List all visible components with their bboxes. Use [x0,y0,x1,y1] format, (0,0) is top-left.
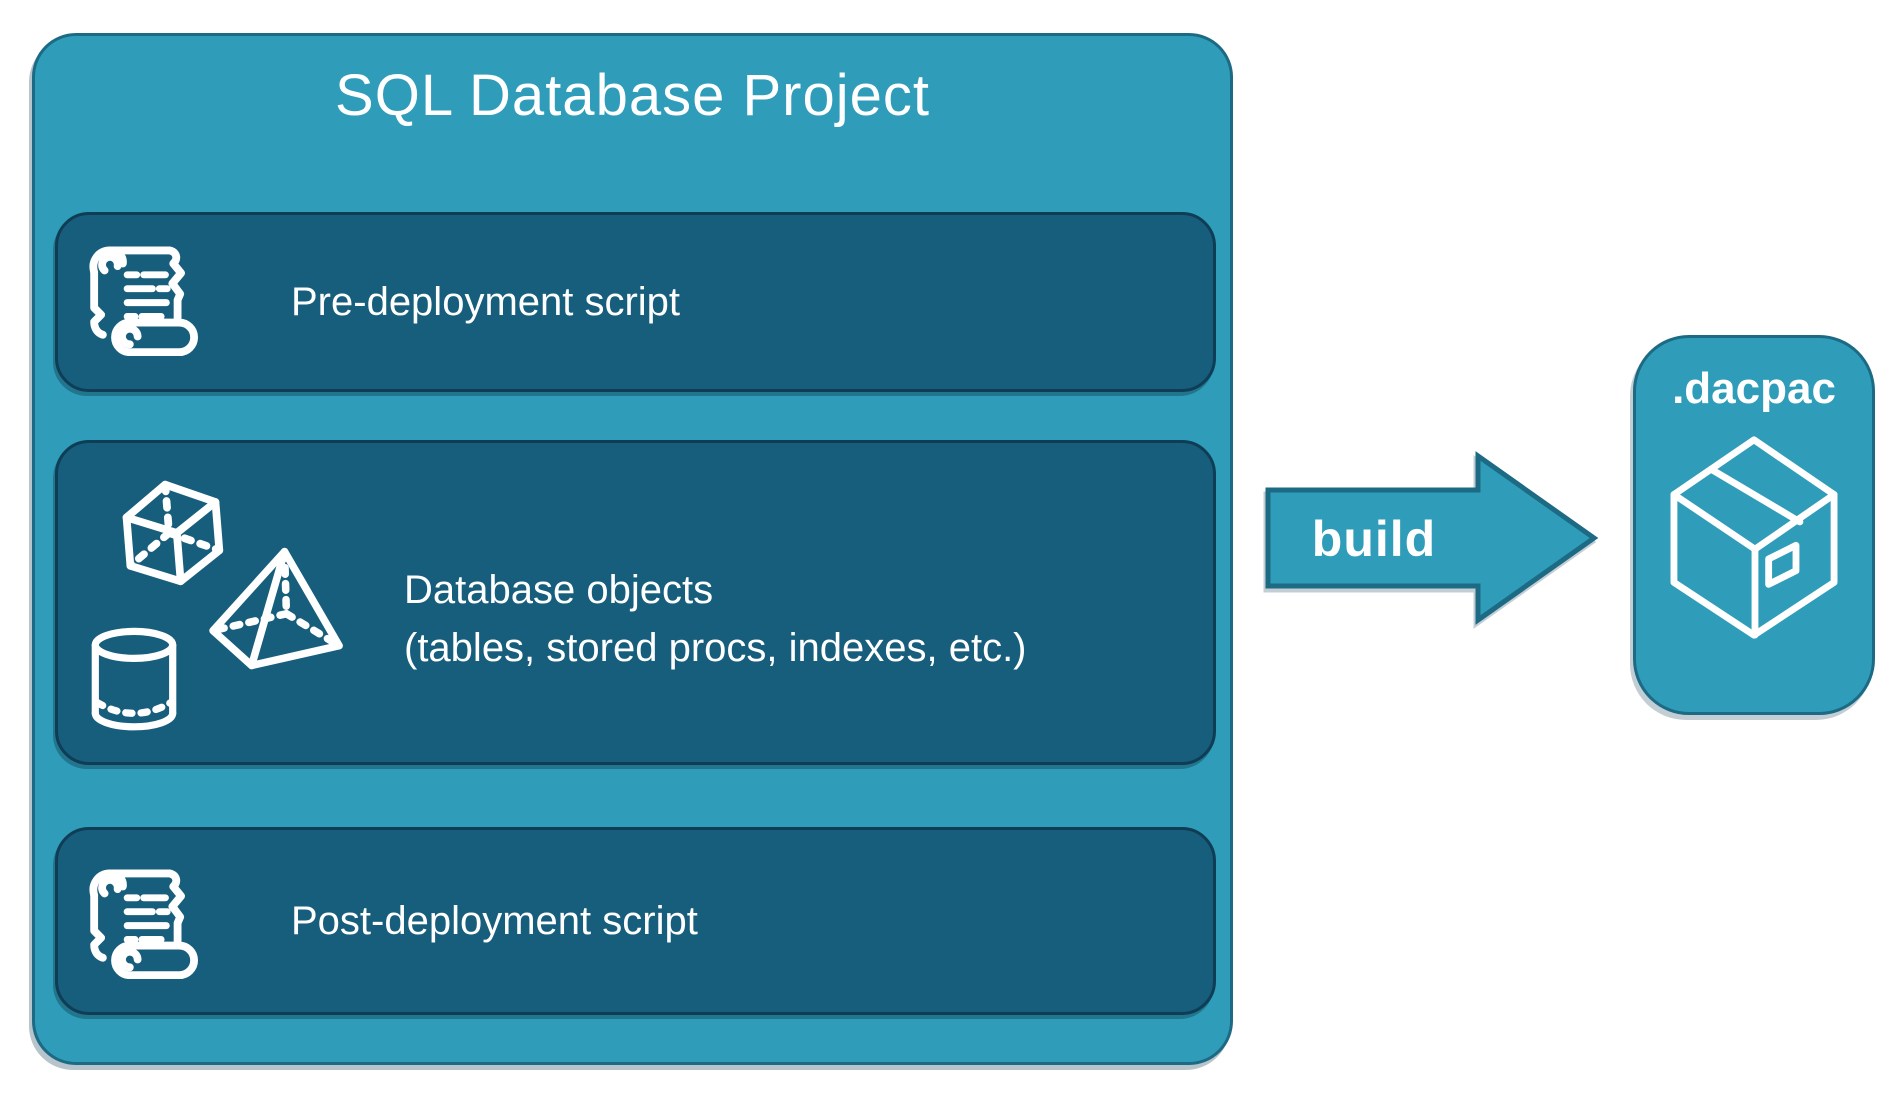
panel-title: SQL Database Project [335,63,930,128]
pre-deployment-script-box: Pre-deployment script [55,212,1216,392]
database-objects-label-line1: Database objects [404,568,714,612]
build-arrow-label: build [1311,511,1437,567]
database-objects-label: Database objects (tables, stored procs, … [404,561,1027,677]
cylinder-icon [89,625,179,735]
database-objects-box: Database objects (tables, stored procs, … [55,440,1216,765]
post-deployment-label: Post-deployment script [291,898,698,943]
arrow-right-icon [1265,451,1599,625]
pyramid-icon [209,546,346,673]
sql-database-project-panel: SQL Database Project [32,33,1233,1065]
cube-icon [113,473,229,589]
database-objects-label-line2: (tables, stored procs, indexes, etc.) [404,626,1027,670]
scroll-icon [82,862,208,984]
post-deployment-script-box: Post-deployment script [55,827,1216,1015]
dacpac-output-box: .dacpac [1633,335,1875,715]
dacpac-label: .dacpac [1672,364,1836,413]
pre-deployment-label: Pre-deployment script [291,279,681,324]
scroll-icon [82,239,208,361]
package-icon [1666,434,1842,641]
